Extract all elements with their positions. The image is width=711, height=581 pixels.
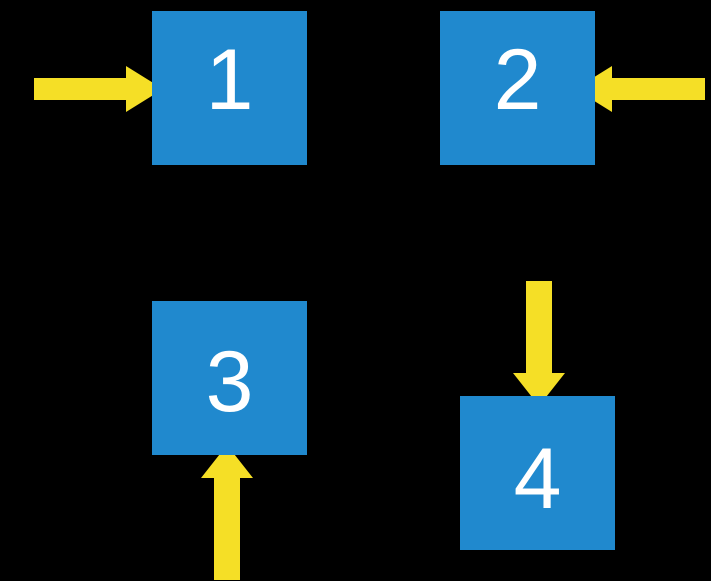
node-2-label: 2 xyxy=(493,32,542,128)
arrow-down-into-node-4 xyxy=(509,280,567,407)
arrow-up-into-node-3 xyxy=(198,444,256,581)
node-1[interactable]: 1 xyxy=(152,11,307,165)
node-3-label: 3 xyxy=(205,334,254,430)
node-3[interactable]: 3 xyxy=(152,301,307,455)
arrow-right-into-node-1 xyxy=(30,62,166,116)
node-4[interactable]: 4 xyxy=(460,396,615,550)
node-2[interactable]: 2 xyxy=(440,11,595,165)
arrow-left-into-node-2 xyxy=(574,62,711,116)
node-4-label: 4 xyxy=(513,431,562,527)
node-1-label: 1 xyxy=(205,32,254,128)
